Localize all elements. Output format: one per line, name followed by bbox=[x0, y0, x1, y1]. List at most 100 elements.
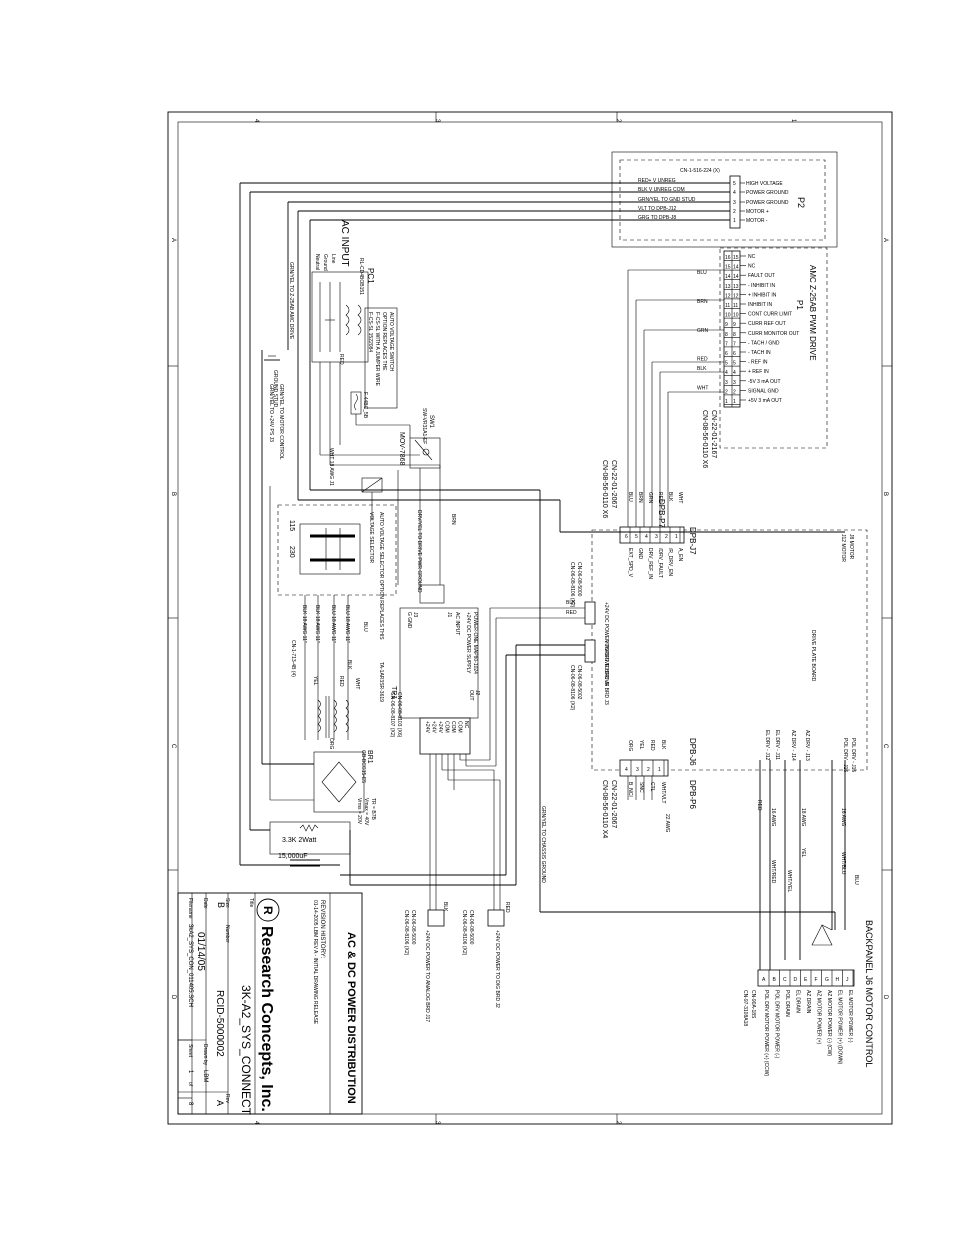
amc-pin-b: 1 bbox=[733, 399, 736, 405]
ps-subtitle: +24V DC POWER SUPPLY bbox=[465, 612, 471, 674]
ps-j1: J1 bbox=[446, 612, 452, 618]
amc-pin-signal: INHIBIT IN bbox=[748, 302, 772, 308]
zone-number: 4 bbox=[253, 1121, 259, 1125]
zone-letter: A bbox=[882, 238, 888, 242]
pc1-part: RL-CD4BOB151 bbox=[358, 258, 364, 295]
p2-pin: 4 bbox=[733, 190, 736, 196]
ac-note-drv: DRV/YEL TO DRIVE PWR GROUND bbox=[416, 510, 422, 593]
p2-ref: P2 bbox=[796, 197, 806, 208]
amc-pin-signal: FAULT OUT bbox=[748, 273, 775, 279]
drawing-name: 3K-A2_SYS_CONNECT bbox=[239, 985, 253, 1116]
zone-letter: C bbox=[170, 744, 176, 749]
ac-input: AC INPUT Line Ground Neutral PC1 RL-CD4B… bbox=[311, 220, 375, 363]
ps-pin: NC bbox=[463, 721, 469, 729]
p2-pin: 5 bbox=[733, 181, 736, 187]
backpanel-title: BACKPANEL J6 MOTOR CONTROL bbox=[864, 920, 874, 1067]
pc1-note-line-4: F-CS-SL 1522084 bbox=[367, 312, 373, 352]
dc-to-drive-title: +24V DC POWER TO DRIVE BRD J4 bbox=[603, 602, 609, 686]
motor-label-pol-j16: POL DRV - J16 bbox=[842, 738, 848, 772]
drive-plate-label: DRIVE PLATE BOARD bbox=[810, 630, 816, 682]
backpanel-part2: CN-97-3108A18 bbox=[742, 990, 748, 1026]
ps-pin: +24V bbox=[431, 721, 437, 733]
zone-markers: 4 3 2 1 4 3 2 A B C D A B C D bbox=[170, 119, 888, 1125]
drawing-border bbox=[167, 111, 893, 1125]
p2-connector: P2 CN-1-516-224 (X) bbox=[611, 151, 838, 248]
wire-color-yel: YEL bbox=[800, 848, 806, 858]
bp-pin: F bbox=[815, 977, 818, 983]
tr1-secondary-blk: BLK bbox=[346, 660, 352, 670]
wire-awg-18a: 18 AWG bbox=[800, 808, 806, 827]
p2-wire-label: GRG TO DPB-J8 bbox=[638, 215, 676, 221]
amc-pin-b: 8 bbox=[733, 332, 736, 338]
filter-components: 3.3K 2Watt 15,000uF TR = B7B Vmax = 40V … bbox=[240, 644, 585, 886]
motor-label-az-j14: AZ DRV - J14 bbox=[790, 730, 796, 761]
amc-drive-title: AMC Z-25AB PWM DRIVE bbox=[808, 265, 817, 361]
dig-title: +24V DC POWER TO DIG BRD J2 bbox=[494, 930, 500, 1008]
bridge-rectifier: BR1 GB-BCG15-E5 bbox=[313, 750, 373, 813]
voltage-selector-title: AUTO VOLTAGE SELECTOR OPTION REPLACES TH… bbox=[378, 512, 384, 640]
amc-pin-signal: - REF IN bbox=[748, 360, 768, 366]
company-logo-letter: R bbox=[261, 906, 275, 915]
p2-pin: 1 bbox=[733, 218, 736, 224]
amc-pin-a: 12 bbox=[725, 293, 731, 299]
dc-to-drive-wire-blk: BLK bbox=[566, 600, 576, 606]
amc-pin-a: 14 bbox=[725, 274, 731, 280]
dc-to-drive-part2: CN-06-08-8106 (X2) bbox=[569, 562, 575, 608]
amc-pin-b: 5 bbox=[733, 361, 736, 367]
dpb-j7-subtitle: DPB-P7 bbox=[657, 499, 666, 528]
motor-label-el-j12: EL DRV - J12 bbox=[764, 730, 770, 761]
ps-pin: +24V bbox=[424, 721, 430, 733]
ps-pin: +24V bbox=[437, 721, 443, 733]
mov: MOV-7868 bbox=[361, 432, 405, 493]
drawn-by-label: Drawn by bbox=[202, 1044, 208, 1066]
p2-wire-label: BLK V UNREG COM bbox=[638, 187, 685, 193]
ps-ac-input: AC INPUT bbox=[454, 612, 460, 635]
bp-pin: A bbox=[762, 977, 766, 983]
amc-pin-b: 15 bbox=[733, 255, 739, 261]
wire-color-red: RED bbox=[756, 800, 762, 811]
j7-wire: BLK bbox=[667, 492, 673, 502]
j6-wiring bbox=[627, 776, 653, 800]
wire-color-wht-blu: WHT/BLU bbox=[840, 852, 846, 875]
bp-signal: AZ MOTOR POWER (+) bbox=[816, 990, 822, 1045]
dig-part: CN-06-08-5000 bbox=[468, 910, 474, 945]
j7-pin-number: 1 bbox=[675, 534, 678, 540]
j6-wire: RED bbox=[649, 740, 655, 751]
date-label: Date bbox=[202, 898, 208, 909]
j6-pin-number: 1 bbox=[658, 767, 661, 773]
amc-part2: CN-08-56-0110 X6 bbox=[701, 410, 708, 468]
dpb-j7-part: CN-22-01-2067 bbox=[610, 460, 617, 508]
filename-value: 3kA2_SYS_CON_011405.SCH bbox=[187, 924, 193, 1007]
tr1-ref: TR1 bbox=[390, 686, 397, 699]
bp-pin: E bbox=[804, 977, 808, 983]
p2-pin: 3 bbox=[733, 200, 736, 206]
amc-pin-a: 1 bbox=[725, 399, 728, 405]
p2-signal: POWER GROUND bbox=[746, 190, 789, 196]
pc1-note-line-3: F-CS-SL WITH A JUMPER WIRE bbox=[374, 312, 380, 387]
j7-signal: A_EN bbox=[677, 548, 683, 561]
amc-pin-wire: RED bbox=[697, 357, 708, 363]
amc-pin-signal: CURR REF OUT bbox=[748, 321, 786, 327]
p2-pin: 2 bbox=[733, 209, 736, 215]
zone-number: 3 bbox=[434, 119, 440, 123]
ps-conn-part2: CN-06-08-8107 (X2) bbox=[389, 692, 395, 738]
size-label: Size bbox=[224, 898, 230, 908]
ps-gnd: G GND bbox=[406, 612, 412, 629]
tr1-secondary-blu: BLU bbox=[362, 622, 368, 632]
amc-pin-wire: BLK bbox=[697, 366, 707, 372]
bp-signal: EL MOTOR POWER (-) bbox=[847, 990, 853, 1043]
unreg-to-drive-j3: VUNREG TO DRIVE BRD J3 CN-06-08-5002 CN-… bbox=[569, 639, 609, 711]
amc-part: CN-22-01-2167 bbox=[710, 410, 717, 458]
amc-pin-signal: NC bbox=[748, 254, 756, 260]
company-name: Research Concepts, Inc. bbox=[258, 926, 275, 1112]
ground-stud-label: GROUND STUD bbox=[272, 370, 278, 408]
number-label: Number bbox=[224, 925, 230, 943]
amc-pin-a: 10 bbox=[725, 313, 731, 319]
amc-pin-wire: GRN bbox=[697, 328, 709, 334]
zone-number: 4 bbox=[253, 119, 259, 123]
bp-pin: B bbox=[773, 977, 777, 983]
dpb-j6-awg: 22 AWG bbox=[664, 814, 670, 833]
zone-letter: A bbox=[170, 238, 176, 242]
title-block: AC & DC POWER DISTRIBUTION REVISION HIST… bbox=[177, 892, 363, 1116]
